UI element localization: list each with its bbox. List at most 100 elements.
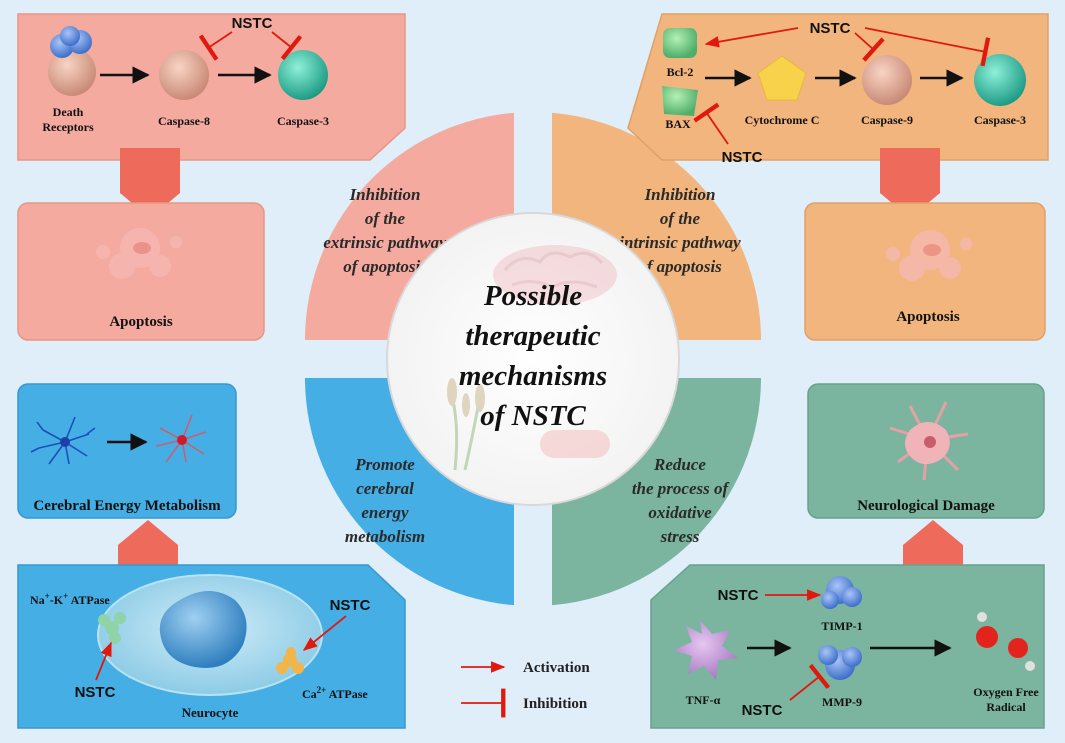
death-receptor-icon: [48, 26, 96, 96]
intrinsic-pathway-panel: Bcl-2 BAX Cytochrome C Caspase-9 Caspase…: [627, 13, 1049, 166]
center-title-line-4: of NSTC: [480, 400, 586, 432]
legend: Activation Inhibition: [461, 660, 590, 718]
caspase-9-icon: [862, 55, 912, 105]
q-intrinsic-line-3: intrinsic pathway: [619, 233, 741, 252]
apoptotic-cell-right-icon: [886, 230, 972, 281]
cytochrome-c-label: Cytochrome C: [745, 113, 820, 127]
center-title-line-3: mechanisms: [459, 360, 607, 392]
quadrant-oxidative-text: Reduce the process of oxidative stress: [632, 455, 731, 546]
inhibit-casp9: [854, 32, 885, 62]
neurological-damage-label: Neurological Damage: [857, 498, 995, 514]
big-arrow-intrinsic: [880, 148, 940, 218]
caspase-3-icon: [278, 50, 328, 100]
activate-ca-atpase: [302, 615, 347, 651]
cytochrome-c-icon: [757, 55, 807, 101]
oxygen-free-radical-label-1: Oxygen Free: [973, 685, 1039, 699]
q-extrinsic-line-4: of apoptosis: [343, 257, 427, 276]
inhibit-casp3-right: [864, 27, 991, 67]
q-intrinsic-line-4: of apoptosis: [638, 257, 722, 276]
brain-icon: [493, 245, 617, 305]
nstc-right-label: NSTC: [330, 597, 371, 614]
nstc-timp-label: NSTC: [718, 587, 759, 604]
apoptosis-label-right: Apoptosis: [896, 309, 960, 325]
mmp-9-icon: [818, 645, 862, 680]
quadrant-energy-text: Promote cerebral energy metabolism: [345, 455, 425, 546]
death-receptors-label-1: Death: [53, 105, 84, 119]
nstc-label: NSTC: [232, 15, 273, 32]
activate-bcl2: [704, 27, 799, 48]
inhibit-bax: [693, 102, 729, 145]
q-extrinsic-line-1: Inhibition: [349, 185, 421, 204]
bax-label: BAX: [665, 117, 691, 131]
nucleus-icon: [159, 591, 247, 669]
oxidative-panel: TNF-α TIMP-1 MMP-9 Oxygen Free Radical N…: [650, 564, 1045, 729]
q-energy-line-4: metabolism: [345, 527, 425, 546]
nstc-left-label: NSTC: [75, 684, 116, 701]
tnf-alpha-label: TNF-α: [686, 693, 721, 707]
quadrant-extrinsic-text: Inhibition of the extrinsic pathway of a…: [323, 185, 447, 276]
bcl-2-label: Bcl-2: [667, 65, 694, 79]
nstc-top-label: NSTC: [810, 20, 851, 37]
neurocyte-panel: Na+-K+ ATPase Ca2+ ATPase NSTC NSTC Neur…: [17, 564, 406, 729]
apoptosis-label-left: Apoptosis: [109, 314, 173, 330]
neuron-blue-icon: [30, 416, 96, 465]
big-arrow-oxidative: [903, 520, 963, 568]
timp-1-icon: [821, 576, 862, 609]
caspase-8-label: Caspase-8: [158, 114, 210, 128]
caspase-8-icon: [159, 50, 209, 100]
na-k-atpase-label: Na+-K+ ATPase: [30, 591, 110, 607]
ca-atpase-label: Ca2+ ATPase: [302, 685, 368, 701]
inhibit-casp8: [198, 31, 233, 61]
nstc-bottom-label: NSTC: [722, 149, 763, 166]
center-title-line-2: therapeutic: [465, 320, 600, 352]
big-arrow-energy: [118, 520, 178, 568]
legend-inhibition-label: Inhibition: [523, 696, 588, 712]
caspase-9-label: Caspase-9: [861, 113, 913, 127]
activate-na-k-atpase: [95, 641, 112, 681]
neuron-blue-body: [60, 437, 70, 447]
q-intrinsic-line-2: of the: [660, 209, 701, 228]
caspase-3-right-label: Caspase-3: [974, 113, 1026, 127]
neuron-red-body: [177, 435, 187, 445]
quadrant-intrinsic-text: Inhibition of the intrinsic pathway of a…: [619, 185, 741, 276]
legend-activation-label: Activation: [523, 660, 590, 676]
capsule-icon: [540, 430, 610, 458]
q-intrinsic-line-1: Inhibition: [644, 185, 716, 204]
tnf-alpha-icon: [674, 620, 738, 680]
timp-1-label: TIMP-1: [821, 619, 862, 633]
inhibit-mmp9: [789, 663, 831, 701]
cerebral-energy-label: Cerebral Energy Metabolism: [33, 498, 221, 514]
inhibit-casp3: [271, 31, 303, 61]
bcl-2-icon: [663, 28, 697, 58]
q-extrinsic-line-3: extrinsic pathway: [323, 233, 447, 252]
damaged-neuron-nucleus: [924, 436, 936, 448]
q-energy-line-1: Promote: [354, 455, 415, 474]
q-oxidative-line-3: oxidative: [648, 503, 712, 522]
oxygen-free-radical-label-2: Radical: [986, 700, 1026, 714]
extrinsic-pathway-panel: Death Receptors Caspase-8 Caspase-3 NSTC: [17, 13, 406, 161]
ca-atpase-icon: [276, 647, 304, 674]
extrinsic-apoptosis-box: Apoptosis: [17, 202, 265, 341]
na-k-atpase-icon: [98, 612, 126, 644]
nstc-mmp-label: NSTC: [742, 702, 783, 719]
center-title-line-1: Possible: [483, 280, 582, 312]
intrinsic-apoptosis-box: Apoptosis: [804, 202, 1046, 341]
caspase-3-right-icon: [974, 54, 1026, 106]
center-circle: Possible therapeutic mechanisms of NSTC: [386, 212, 680, 506]
mmp-9-label: MMP-9: [822, 695, 862, 709]
q-oxidative-line-2: the process of: [632, 479, 731, 498]
neuron-red-icon: [155, 414, 207, 463]
caspase-3-label: Caspase-3: [277, 114, 329, 128]
neurocyte-label: Neurocyte: [182, 705, 239, 720]
q-extrinsic-line-2: of the: [365, 209, 406, 228]
q-oxidative-line-4: stress: [660, 527, 700, 546]
bax-icon: [662, 86, 698, 116]
neuro-damage-box: Neurological Damage: [807, 383, 1045, 519]
apoptotic-cell-icon: [96, 228, 182, 279]
herb-icon: [447, 378, 485, 471]
q-oxidative-line-1: Reduce: [653, 455, 706, 474]
oxygen-radical-icon: [976, 612, 1035, 671]
q-energy-line-2: cerebral: [356, 479, 414, 498]
